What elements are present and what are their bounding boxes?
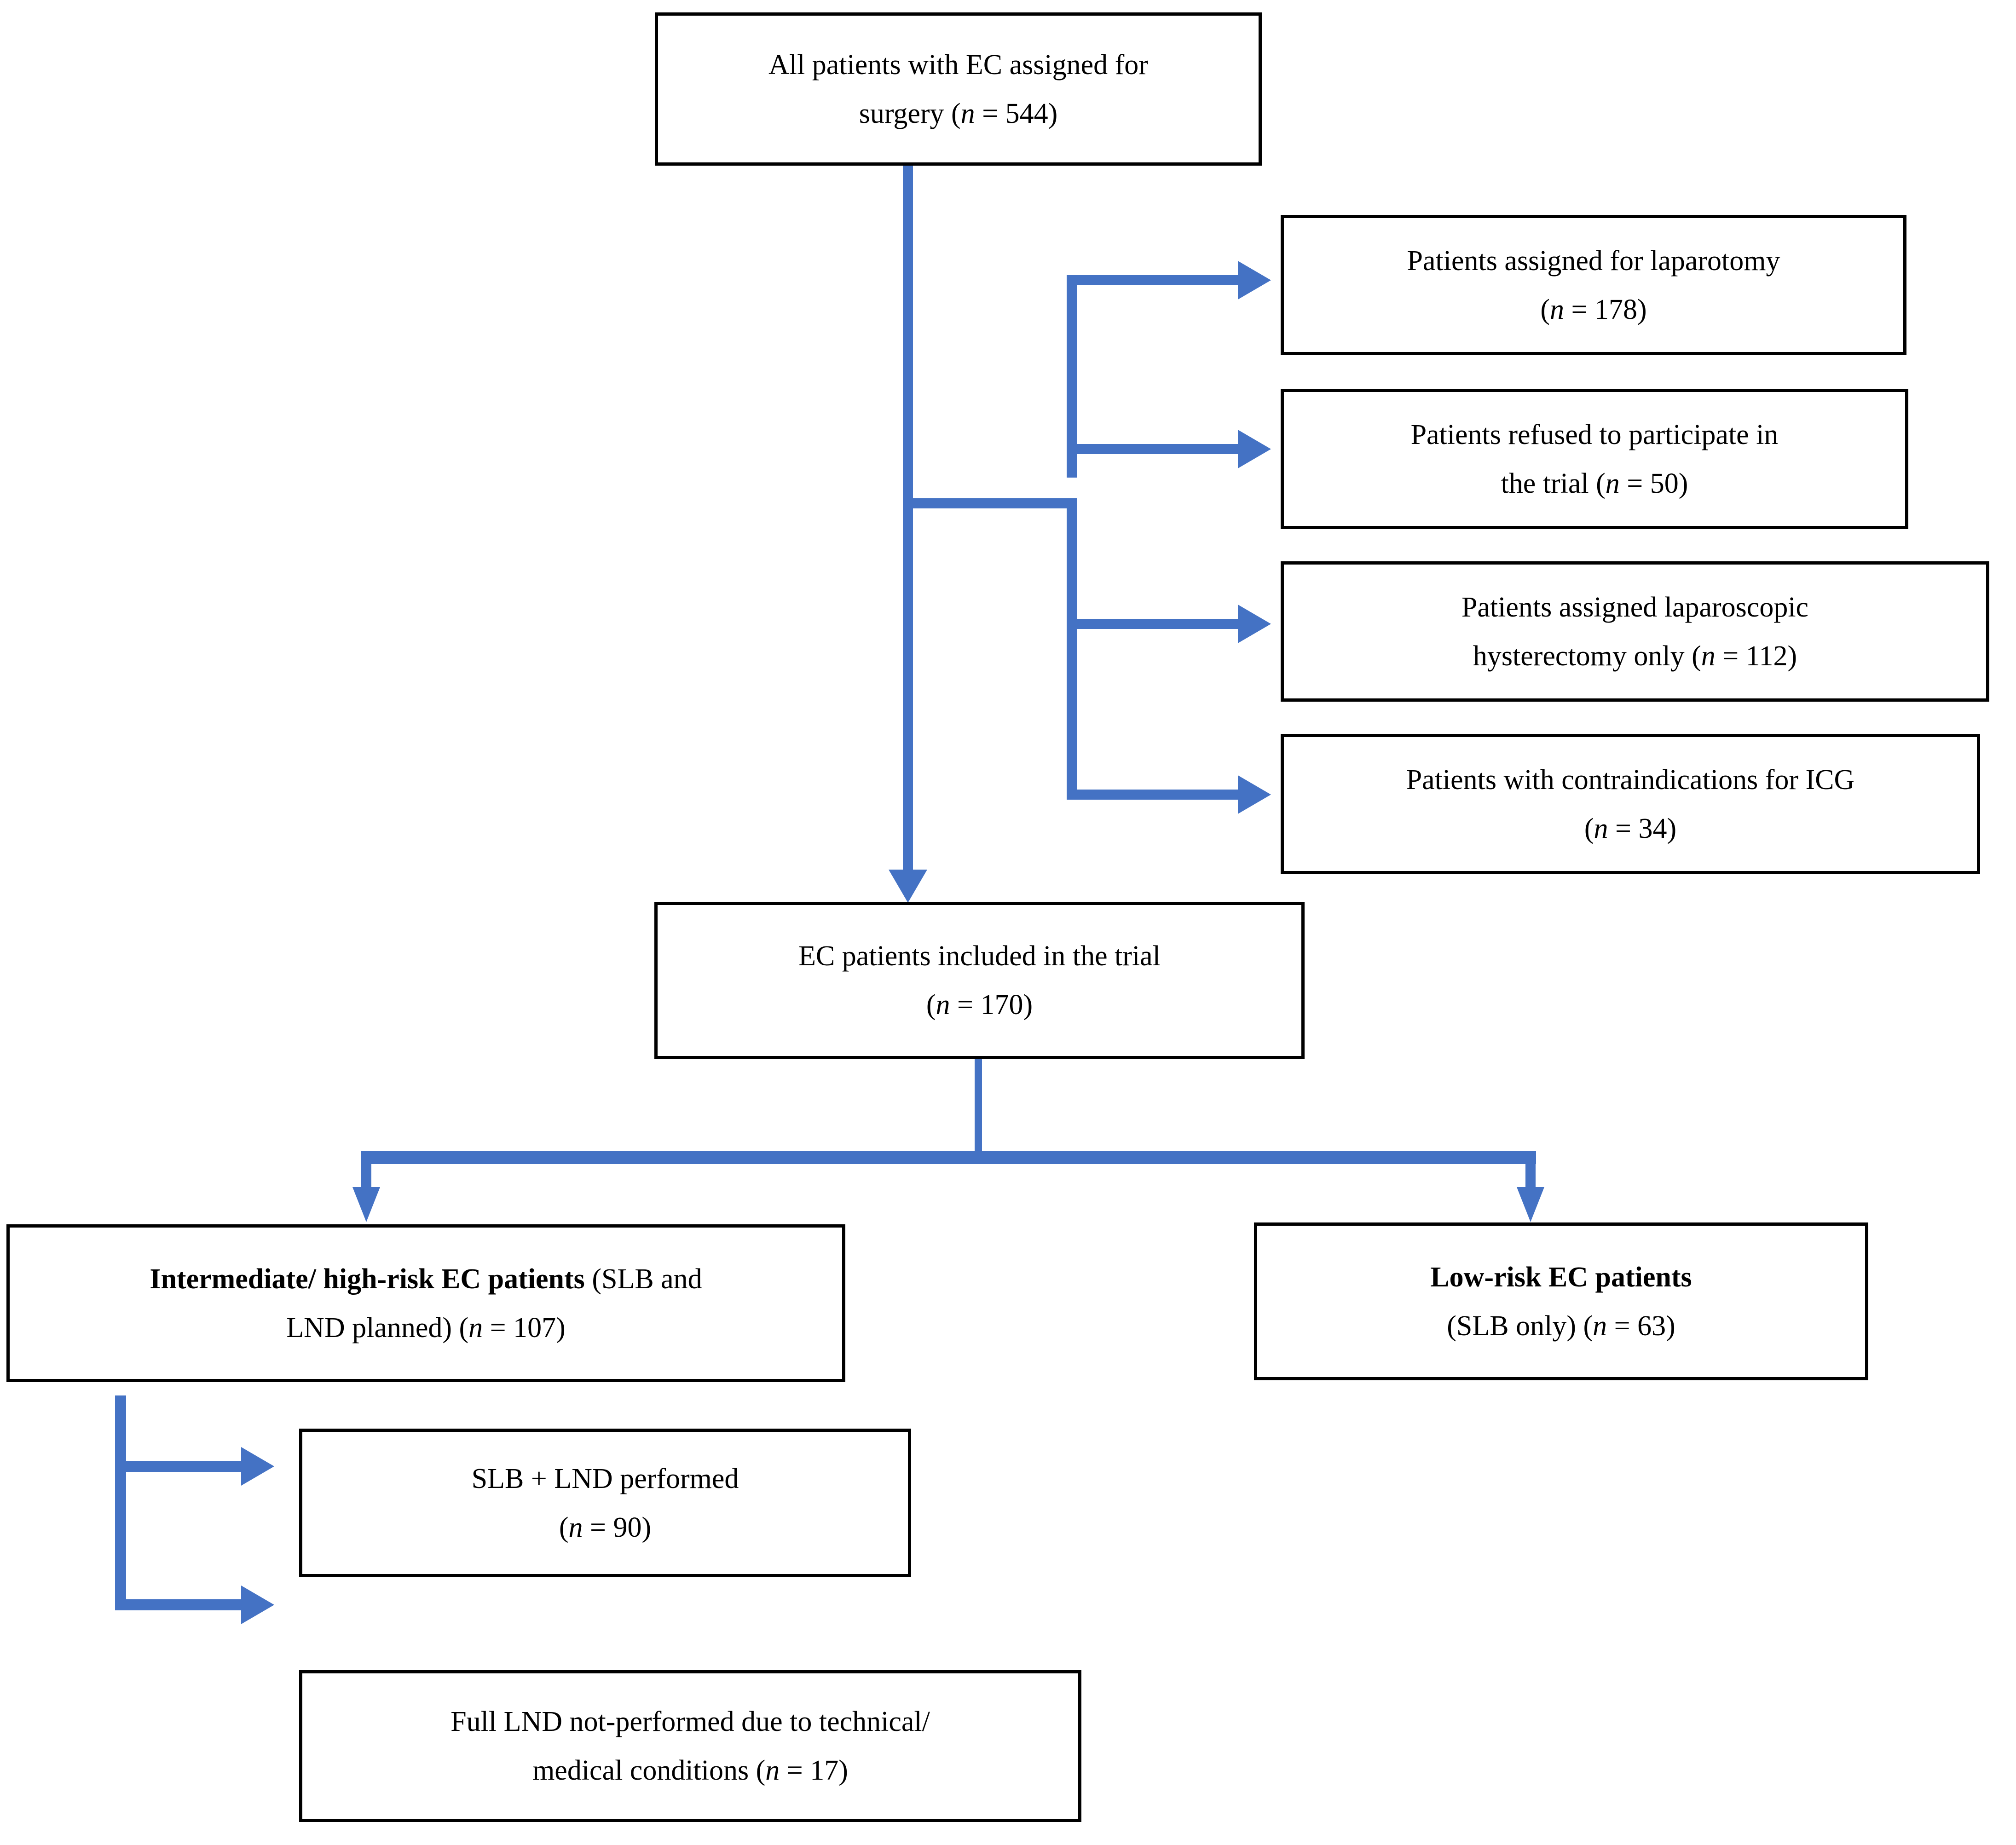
- connector-risk-split-bar: [361, 1151, 1536, 1164]
- connector-exclusion-1: [1067, 275, 1242, 285]
- connector-to-intermediate-high-risk: [361, 1151, 371, 1193]
- node-excluded-refused[interactable]: Patients refused to participate in the t…: [1281, 389, 1908, 529]
- node-lnd-not-performed-line2: medical conditions (n = 17): [532, 1755, 848, 1786]
- node-excluded-laparoscopic-hysterectomy-line1: Patients assigned laparoscopic: [1461, 591, 1809, 623]
- node-excluded-refused-line2: the trial (n = 50): [1501, 467, 1688, 499]
- arrowhead-to-intermediate-high-risk: [352, 1187, 380, 1222]
- node-excluded-refused-line1: Patients refused to participate in: [1410, 419, 1779, 450]
- connector-to-slb-lnd-performed: [115, 1461, 244, 1472]
- arrowhead-to-slb-lnd-performed: [241, 1447, 274, 1486]
- connector-exclusion-3: [1067, 619, 1242, 629]
- node-slb-lnd-performed-line1: SLB + LND performed: [471, 1463, 739, 1494]
- node-excluded-icg-contraindication-line1: Patients with contraindications for ICG: [1406, 764, 1855, 796]
- connector-to-lnd-not-performed: [115, 1599, 244, 1610]
- node-intermediate-high-risk-line2: LND planned) (n = 107): [286, 1312, 566, 1343]
- arrowhead-exclusion-1: [1238, 261, 1271, 300]
- node-enrollment-line2: surgery (n = 544): [859, 98, 1058, 129]
- node-enrollment-line1: All patients with EC assigned for: [768, 49, 1148, 81]
- connector-subbranch-spine: [115, 1395, 126, 1610]
- node-slb-lnd-performed[interactable]: SLB + LND performed (n = 90): [299, 1429, 911, 1577]
- connector-trunk-main: [903, 166, 913, 886]
- node-excluded-icg-contraindication[interactable]: Patients with contraindications for ICG …: [1281, 734, 1980, 874]
- arrowhead-to-low-risk: [1517, 1187, 1544, 1222]
- connector-to-low-risk: [1525, 1151, 1536, 1193]
- connector-exclusion-spine-lower: [1067, 498, 1077, 800]
- arrowhead-to-lnd-not-performed: [241, 1586, 274, 1624]
- connector-exclusion-4: [1067, 790, 1242, 800]
- node-excluded-laparoscopic-hysterectomy[interactable]: Patients assigned laparoscopic hysterect…: [1281, 561, 1989, 702]
- node-intermediate-high-risk[interactable]: Intermediate/ high-risk EC patients (SLB…: [6, 1224, 845, 1382]
- node-intermediate-high-risk-line1: Intermediate/ high-risk EC patients (SLB…: [150, 1263, 702, 1295]
- node-lnd-not-performed-line1: Full LND not-performed due to technical/: [451, 1706, 930, 1737]
- arrowhead-to-included-box: [889, 870, 927, 903]
- node-included-in-trial[interactable]: EC patients included in the trial (n = 1…: [654, 902, 1305, 1059]
- arrowhead-exclusion-4: [1238, 775, 1271, 814]
- arrowhead-exclusion-2: [1238, 430, 1271, 468]
- node-excluded-laparotomy-line1: Patients assigned for laparotomy: [1407, 245, 1780, 277]
- node-included-in-trial-line2: (n = 170): [926, 989, 1033, 1021]
- node-included-in-trial-line1: EC patients included in the trial: [798, 940, 1161, 972]
- node-lnd-not-performed[interactable]: Full LND not-performed due to technical/…: [299, 1670, 1081, 1822]
- connector-trunk-to-exclusion-spine: [903, 498, 1074, 508]
- node-low-risk-line1: Low-risk EC patients: [1430, 1261, 1692, 1293]
- node-slb-lnd-performed-line2: (n = 90): [559, 1511, 652, 1543]
- connector-exclusion-spine: [1067, 275, 1077, 478]
- arrowhead-exclusion-3: [1238, 605, 1271, 643]
- node-excluded-laparoscopic-hysterectomy-line2: hysterectomy only (n = 112): [1473, 640, 1797, 672]
- node-excluded-icg-contraindication-line2: (n = 34): [1584, 813, 1677, 844]
- node-enrollment[interactable]: All patients with EC assigned for surger…: [655, 12, 1262, 166]
- connector-exclusion-2: [1067, 444, 1242, 454]
- node-low-risk-line2: (SLB only) (n = 63): [1447, 1310, 1675, 1342]
- node-excluded-laparotomy-line2: (n = 178): [1540, 294, 1647, 325]
- node-excluded-laparotomy[interactable]: Patients assigned for laparotomy (n = 17…: [1281, 215, 1906, 355]
- connector-included-stem: [975, 1059, 982, 1156]
- node-low-risk[interactable]: Low-risk EC patients (SLB only) (n = 63): [1254, 1222, 1868, 1380]
